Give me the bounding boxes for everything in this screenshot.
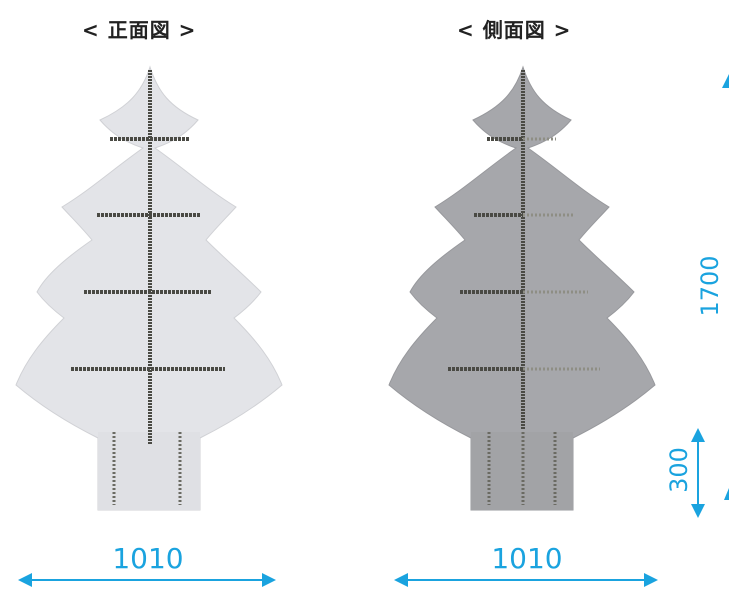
- front-width-label: 1010: [112, 542, 183, 575]
- base-height-dimension: 300: [665, 428, 729, 518]
- front-view-title: < 正面図 >: [82, 18, 197, 42]
- side-width-label: 1010: [491, 542, 562, 575]
- height-label: 1700: [696, 255, 724, 316]
- side-tree-diagram: [388, 65, 656, 511]
- side-width-arrow-right: [644, 573, 658, 587]
- height-dimension: 1700: [696, 74, 729, 317]
- side-width-dimension: 1010: [394, 542, 658, 587]
- front-tree-diagram: [15, 65, 283, 511]
- height-arrow-bottom-partial: [724, 488, 729, 500]
- front-width-arrow-left: [18, 573, 32, 587]
- base-height-arrow-top: [691, 428, 705, 442]
- side-view-title: < 側面図 >: [457, 18, 572, 42]
- side-tree-base: [471, 432, 573, 510]
- side-width-arrow-left: [394, 573, 408, 587]
- base-height-arrow-bottom: [691, 504, 705, 518]
- front-width-arrow-right: [262, 573, 276, 587]
- base-height-label: 300: [665, 447, 693, 493]
- height-arrow-top: [722, 74, 729, 88]
- front-width-dimension: 1010: [18, 542, 276, 587]
